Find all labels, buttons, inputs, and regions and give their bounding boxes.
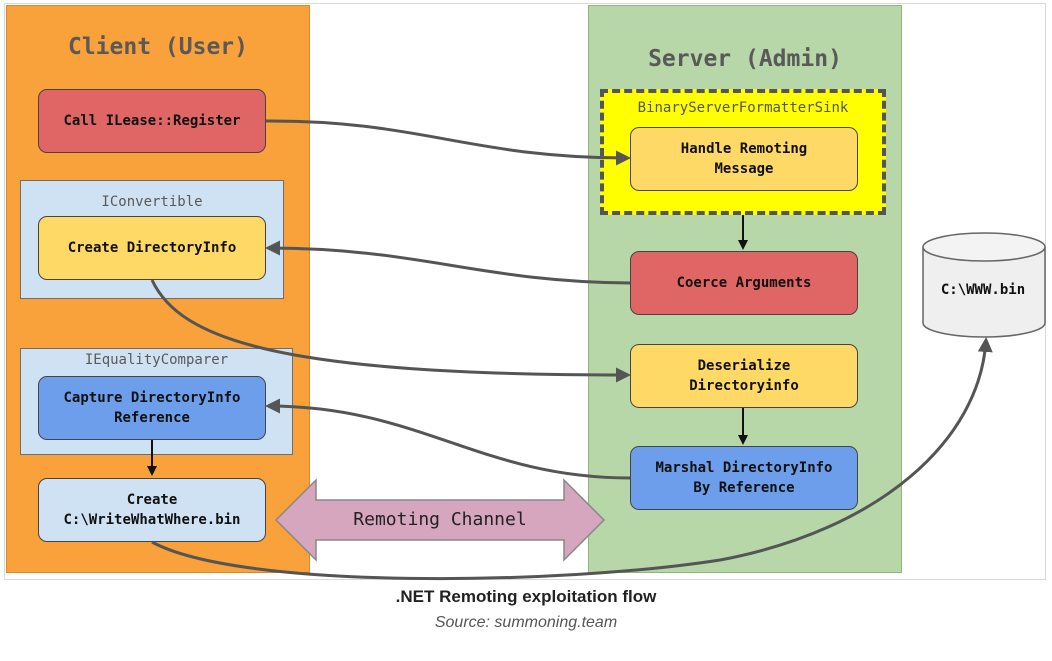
deserialize-box: Deserialize Directoryinfo [630,344,858,408]
figure-caption-source: Source: summoning.team [434,614,618,631]
create-file-to-storage-arrow [151,337,993,581]
capture-reference-box: Capture DirectoryInfo Reference [38,376,266,440]
figure-caption-title: .NET Remoting exploitation flow [395,587,657,606]
iequalitycomparer-group-label: IEqualityComparer [84,352,229,368]
coerce-arguments-box: Coerce Arguments [630,251,858,315]
storage-label: C:\WWW.bin [940,282,1026,298]
create-directoryinfo-box: Create DirectoryInfo [38,216,266,280]
iconvertible-group-label: IConvertible [101,194,203,210]
marshal-to-capture-arrow [265,398,631,480]
client-panel-title: Client (User) [67,34,248,60]
create-to-deserialize-arrow [150,279,631,383]
storage-cylinder [922,232,1046,338]
handle-message-box: Handle Remoting Message [630,127,858,191]
remoting-channel-label: Remoting Channel [353,509,527,530]
register-to-handle-arrow [265,119,631,166]
marshal-box: Marshal DirectoryInfo By Reference [630,446,858,510]
remoting-channel-arrow [274,478,606,562]
sink-label: BinaryServerFormatterSink [637,100,849,116]
create-file-box: Create C:\WriteWhatWhere.bin [38,478,266,542]
call-register-box: Call ILease::Register [38,89,266,153]
coerce-to-create-arrow [265,240,631,285]
server-panel-title: Server (Admin) [648,46,842,72]
